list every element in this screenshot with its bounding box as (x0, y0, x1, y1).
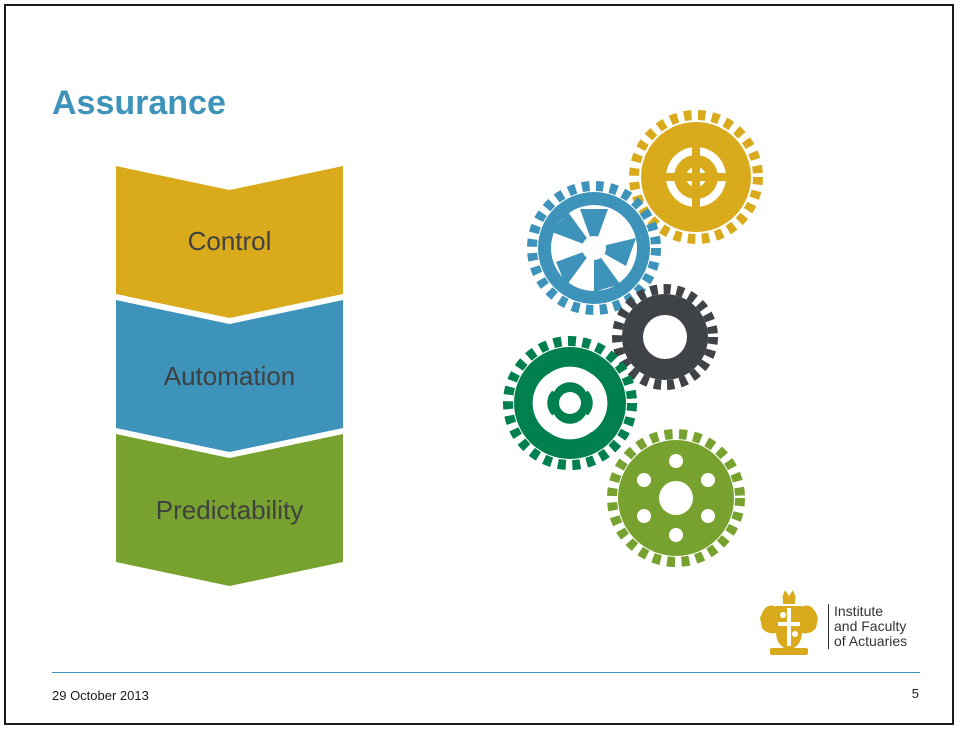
slide-title: Assurance (52, 84, 226, 122)
page-number: 5 (911, 686, 919, 701)
chevron-label-control: Control (187, 226, 272, 256)
chevron-shape (116, 300, 343, 452)
footer-date: 29 October 2013 (52, 688, 149, 703)
chevron-step-automation (116, 300, 343, 452)
blue-gear-icon (527, 181, 661, 315)
crest-logo-icon (760, 590, 818, 655)
olive-gear-icon (607, 429, 745, 567)
organization-name-line: Institute (834, 603, 884, 619)
green-gear-icon (503, 336, 637, 470)
chevron-step-control (116, 166, 343, 318)
organization-name: Institute and Faculty of Actuaries (828, 604, 907, 649)
chevron-label-automation: Automation (163, 361, 296, 391)
gold-gear-icon (629, 110, 763, 244)
organization-name-line: of Actuaries (834, 633, 908, 649)
organization-name-line: and Faculty (834, 618, 907, 634)
chevron-shape (116, 166, 343, 318)
dark-gear-icon (612, 284, 718, 390)
chevron-shape (116, 434, 343, 586)
footer-divider (52, 672, 920, 673)
chevron-step-predictability (116, 434, 343, 586)
chevron-label-predictability: Predictability (155, 495, 304, 525)
